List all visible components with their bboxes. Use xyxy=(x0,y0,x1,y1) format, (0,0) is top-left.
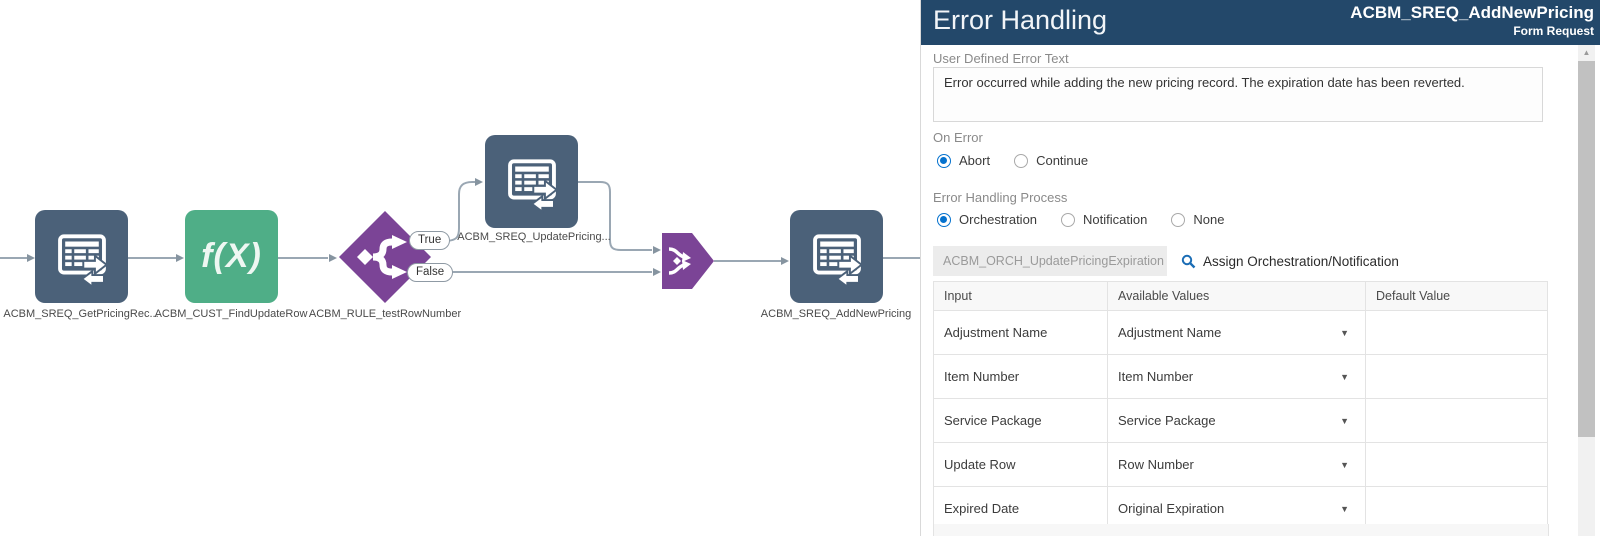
selected-node-type: Form Request xyxy=(1513,24,1594,38)
table-row: Item Number Item Number ▼ xyxy=(933,354,1548,399)
input-cell: Adjustment Name xyxy=(933,310,1108,355)
input-cell: Expired Date xyxy=(933,486,1108,531)
merge-icon xyxy=(668,247,685,275)
column-header-available-values: Available Values xyxy=(1107,281,1366,311)
chevron-down-icon[interactable]: ▼ xyxy=(1340,459,1349,470)
radio-button-icon[interactable] xyxy=(1171,212,1186,227)
input-cell: Service Package xyxy=(933,398,1108,443)
branch-icon xyxy=(357,235,407,279)
error-text-label: User Defined Error Text xyxy=(933,51,1069,66)
input-cell: Item Number xyxy=(933,354,1108,399)
table-row: Expired Date Original Expiration ▼ xyxy=(933,486,1548,531)
table-row: Service Package Service Package ▼ xyxy=(933,398,1548,443)
scrollbar-thumb[interactable] xyxy=(1578,61,1595,437)
radio-abort[interactable]: Abort xyxy=(937,153,990,168)
node-label: ACBM_SREQ_UpdatePricing... xyxy=(457,231,611,243)
orchestration-name-input: ACBM_ORCH_UpdatePricingExpiration xyxy=(933,246,1167,276)
form-request-icon xyxy=(812,233,863,288)
radio-button-icon[interactable] xyxy=(937,153,951,168)
default-value-cell xyxy=(1365,310,1548,355)
node-label: ACBM_RULE_testRowNumber xyxy=(308,308,462,320)
available-values-dropdown[interactable]: Service Package ▼ xyxy=(1107,398,1366,443)
node-form-request-add-new-pricing[interactable] xyxy=(790,210,883,303)
table-header-row: Input Available Values Default Value xyxy=(933,281,1548,311)
chevron-down-icon[interactable]: ▼ xyxy=(1340,371,1349,382)
branch-false-pill: False xyxy=(407,263,454,282)
radio-button-icon[interactable] xyxy=(1014,153,1029,168)
input-mapping-table: Input Available Values Default Value Adj… xyxy=(933,281,1548,531)
error-handling-panel: Error Handling ACBM_SREQ_AddNewPricing F… xyxy=(920,0,1600,536)
radio-none[interactable]: None xyxy=(1171,212,1224,227)
branch-true-pill: True xyxy=(409,231,451,250)
table-row: Update Row Row Number ▼ xyxy=(933,442,1548,487)
user-defined-error-text-input[interactable]: Error occurred while adding the new pric… xyxy=(933,67,1543,122)
chevron-down-icon[interactable]: ▼ xyxy=(1340,415,1349,426)
radio-orchestration[interactable]: Orchestration xyxy=(937,212,1037,227)
panel-scrollbar[interactable]: ▲ xyxy=(1578,45,1595,536)
node-label: ACBM_SREQ_GetPricingRec... xyxy=(3,308,159,320)
radio-notification[interactable]: Notification xyxy=(1061,212,1147,227)
table-next-row-partial xyxy=(933,524,1549,536)
available-values-dropdown[interactable]: Original Expiration ▼ xyxy=(1107,486,1366,531)
node-form-request-update-pricing[interactable] xyxy=(485,135,578,228)
column-header-default-value: Default Value xyxy=(1365,281,1548,311)
node-rule-test-row-number[interactable] xyxy=(337,209,433,305)
default-value-cell xyxy=(1365,354,1548,399)
default-value-cell xyxy=(1365,486,1548,531)
selected-node-name: ACBM_SREQ_AddNewPricing xyxy=(1350,3,1594,22)
error-handling-process-label: Error Handling Process xyxy=(933,190,1068,205)
column-header-input: Input xyxy=(933,281,1108,311)
radio-continue[interactable]: Continue xyxy=(1014,153,1088,168)
input-cell: Update Row xyxy=(933,442,1108,487)
process-radio-group: Orchestration Notification None xyxy=(937,212,1224,227)
node-form-request-get-pricing[interactable] xyxy=(35,210,128,303)
default-value-cell xyxy=(1365,442,1548,487)
available-values-dropdown[interactable]: Row Number ▼ xyxy=(1107,442,1366,487)
form-request-icon xyxy=(507,158,558,213)
on-error-label: On Error xyxy=(933,130,983,145)
available-values-dropdown[interactable]: Adjustment Name ▼ xyxy=(1107,310,1366,355)
radio-button-icon[interactable] xyxy=(937,212,951,227)
available-values-dropdown[interactable]: Item Number ▼ xyxy=(1107,354,1366,399)
default-value-cell xyxy=(1365,398,1548,443)
assign-orchestration-button[interactable]: Assign Orchestration/Notification xyxy=(1181,246,1399,276)
radio-button-icon[interactable] xyxy=(1061,212,1076,227)
form-request-icon xyxy=(57,233,108,288)
node-label: ACBM_CUST_FindUpdateRow xyxy=(154,308,308,320)
on-error-radio-group: Abort Continue xyxy=(937,153,1088,168)
node-join[interactable] xyxy=(662,233,714,289)
chevron-down-icon[interactable]: ▼ xyxy=(1340,503,1349,514)
search-icon xyxy=(1181,254,1196,268)
function-icon: f(X) xyxy=(201,237,262,275)
workflow-canvas[interactable]: ACBM_SREQ_GetPricingRec... f(X) ACBM_CUS… xyxy=(0,0,920,536)
chevron-down-icon[interactable]: ▼ xyxy=(1340,327,1349,338)
scroll-up-arrow-icon[interactable]: ▲ xyxy=(1582,47,1591,57)
panel-title: Error Handling xyxy=(933,5,1108,35)
node-function-find-update-row[interactable]: f(X) xyxy=(185,210,278,303)
flow-connectors xyxy=(0,178,920,276)
error-text-value: Error occurred while adding the new pric… xyxy=(944,75,1465,90)
table-row: Adjustment Name Adjustment Name ▼ xyxy=(933,310,1548,355)
node-label: ACBM_SREQ_AddNewPricing xyxy=(760,308,912,320)
panel-header: Error Handling ACBM_SREQ_AddNewPricing F… xyxy=(921,0,1600,45)
